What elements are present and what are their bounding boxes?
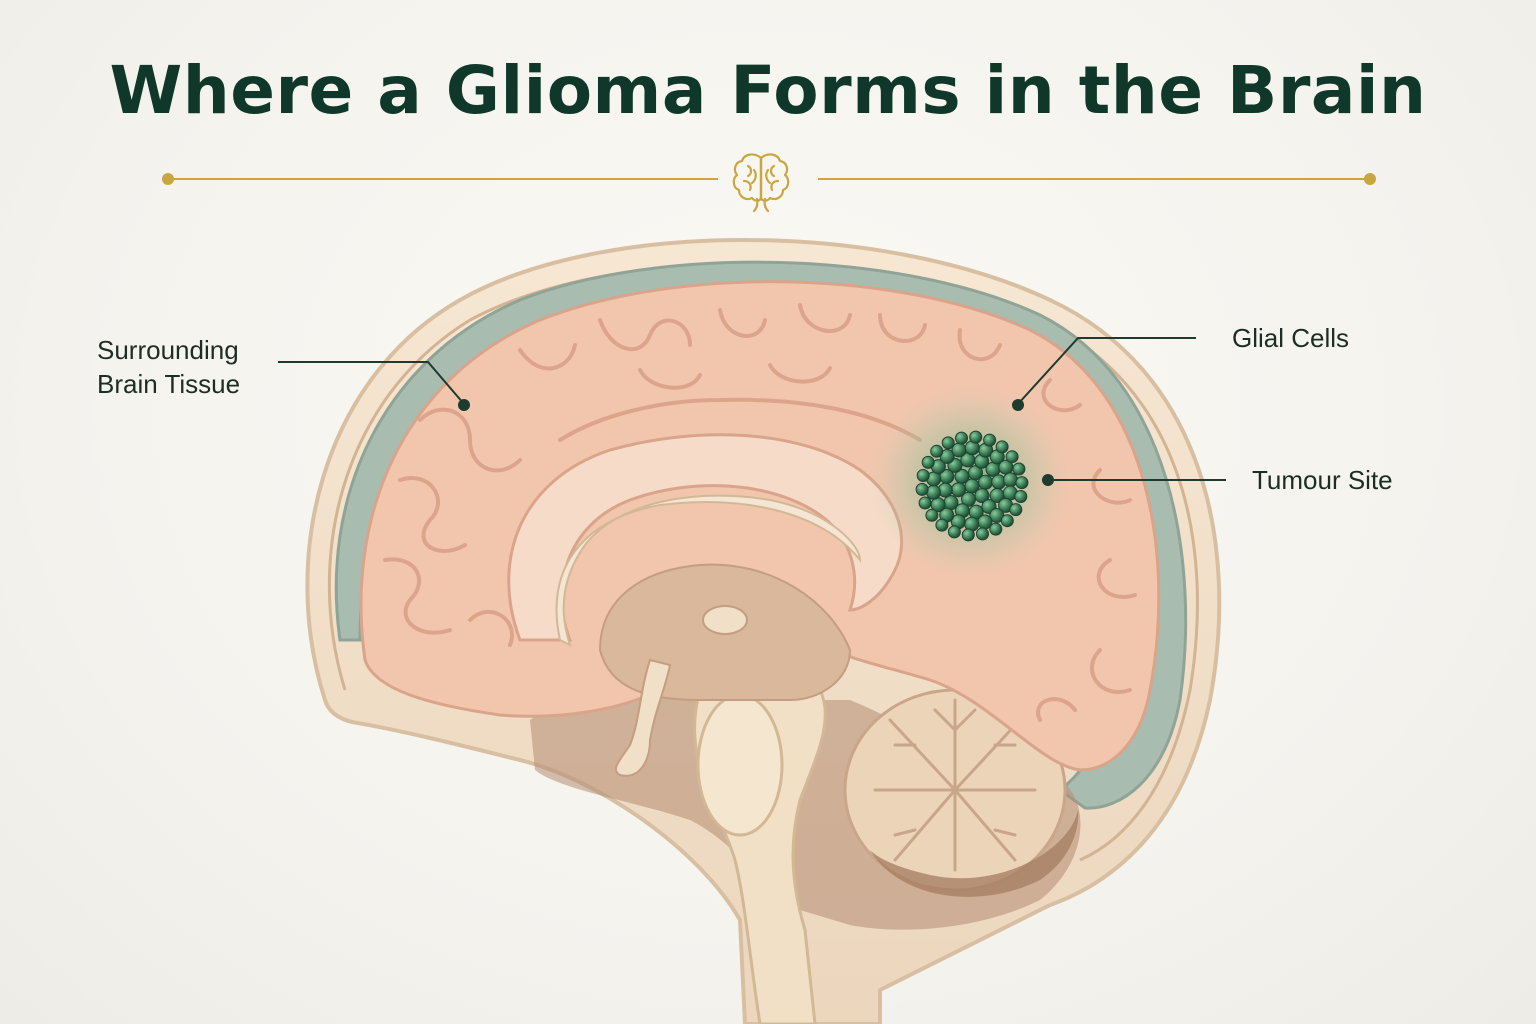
- tumour-cell: [941, 436, 955, 450]
- fornix: [555, 494, 862, 647]
- tumour-cell: [1009, 503, 1023, 517]
- divider-left-line: [170, 178, 718, 180]
- label-glial-cells: Glial Cells: [1232, 323, 1350, 353]
- pons: [696, 693, 784, 837]
- tumour-cell: [976, 527, 989, 541]
- tumour-cell: [925, 508, 939, 522]
- tumour-cell: [918, 496, 932, 510]
- tumour-cell: [930, 444, 944, 458]
- tumour-cell: [935, 518, 949, 532]
- tumour-cell: [1000, 514, 1014, 528]
- tumour-cell: [1015, 476, 1029, 490]
- label-surrounding-line1: Surrounding: [97, 335, 239, 365]
- leader-lines: [278, 337, 1226, 481]
- tumour-cell: [947, 525, 961, 539]
- divider-left-dot: [162, 173, 174, 185]
- tumour-cell: [916, 469, 930, 482]
- marker-surrounding: [458, 399, 470, 411]
- leader-surrounding: [278, 361, 465, 405]
- label-tumour-site: Tumour Site: [1252, 465, 1393, 495]
- tumour-cell: [915, 482, 929, 496]
- divider-right-dot: [1364, 173, 1376, 185]
- page-title: Where a Glioma Forms in the Brain: [109, 52, 1427, 129]
- tumour-cell: [961, 528, 975, 542]
- tumour-cell: [978, 474, 993, 490]
- tumour-cell: [985, 461, 1001, 477]
- tumour-cell: [921, 455, 935, 469]
- marker-glial: [1012, 399, 1024, 411]
- tumour-cell: [1012, 462, 1026, 476]
- tumour-cells: [915, 430, 1029, 542]
- corpus-callosum: [507, 433, 903, 642]
- tumour-cell: [983, 433, 997, 447]
- leader-glial: [1017, 337, 1196, 405]
- tumour-cell: [974, 488, 990, 504]
- tumour-cell: [951, 482, 966, 498]
- tumour-cell: [1003, 472, 1018, 488]
- tumour-cell: [943, 495, 959, 511]
- marker-tumour: [1042, 474, 1054, 486]
- tumour-cell: [955, 431, 968, 445]
- tumour-cell: [1005, 450, 1019, 464]
- pituitary-stalk: [614, 658, 672, 777]
- label-surrounding-brain-tissue: Surrounding Brain Tissue: [97, 333, 317, 401]
- brain-icon: [732, 153, 790, 213]
- divider-right-line: [818, 178, 1368, 180]
- tumour-cell: [989, 522, 1003, 536]
- tumour-cell: [1014, 490, 1028, 503]
- label-surrounding-line2: Brain Tissue: [97, 369, 241, 399]
- tumour-cell: [995, 440, 1009, 454]
- tumour-cell: [968, 465, 983, 481]
- third-ventricle: [702, 605, 748, 635]
- cortical-folds: [383, 303, 1137, 722]
- tumour-cell: [926, 484, 941, 500]
- tumour-cell: [969, 430, 983, 444]
